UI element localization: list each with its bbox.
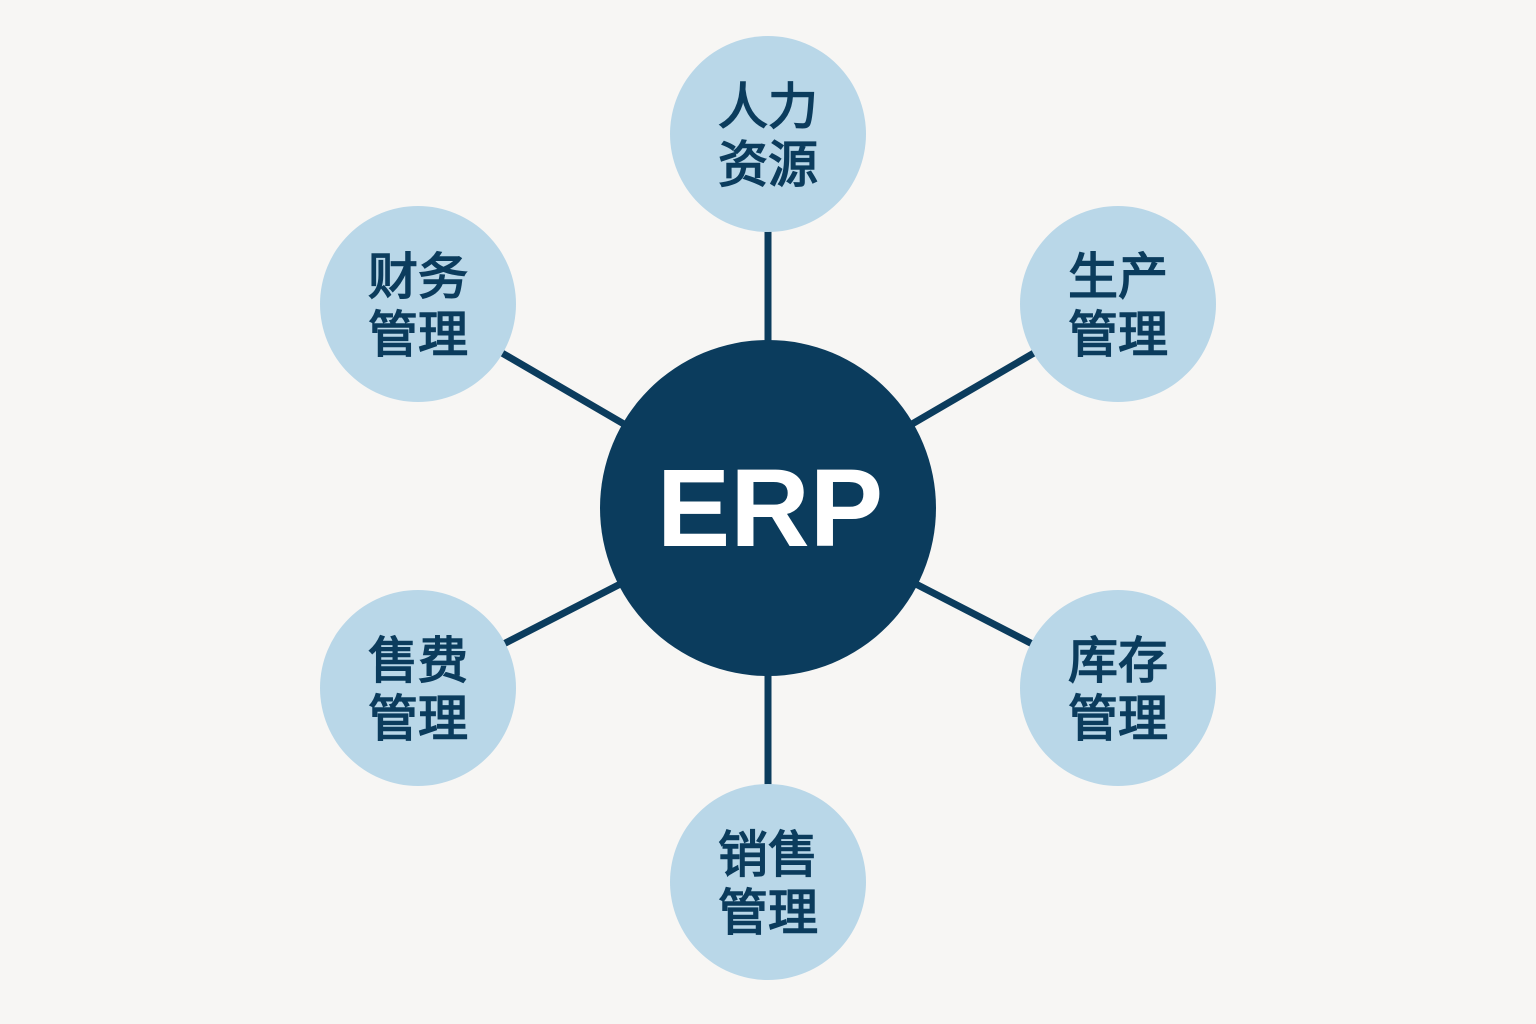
node-circle: [320, 590, 516, 786]
node-label-line1: 财务: [368, 248, 468, 306]
node-circle: [670, 36, 866, 232]
center-circle: [600, 340, 936, 676]
node-circle: [670, 784, 866, 980]
node-label-line1: 人力: [718, 78, 818, 136]
node-label-line2: 管理: [368, 306, 468, 364]
node-label-line1: 售费: [368, 632, 468, 690]
node-label-line2: 管理: [718, 884, 818, 942]
node-label-line1: 生产: [1068, 248, 1168, 306]
node-label-line1: 销售: [718, 826, 818, 884]
center-label: ERP: [657, 447, 883, 570]
node-label-line2: 资源: [718, 136, 818, 194]
node-circle: [320, 206, 516, 402]
node-label-line2: 管理: [1068, 306, 1168, 364]
node-label-line2: 管理: [368, 690, 468, 748]
node-label-line2: 管理: [1068, 690, 1168, 748]
node-label-line1: 库存: [1068, 632, 1168, 690]
node-circle: [1020, 590, 1216, 786]
node-circle: [1020, 206, 1216, 402]
